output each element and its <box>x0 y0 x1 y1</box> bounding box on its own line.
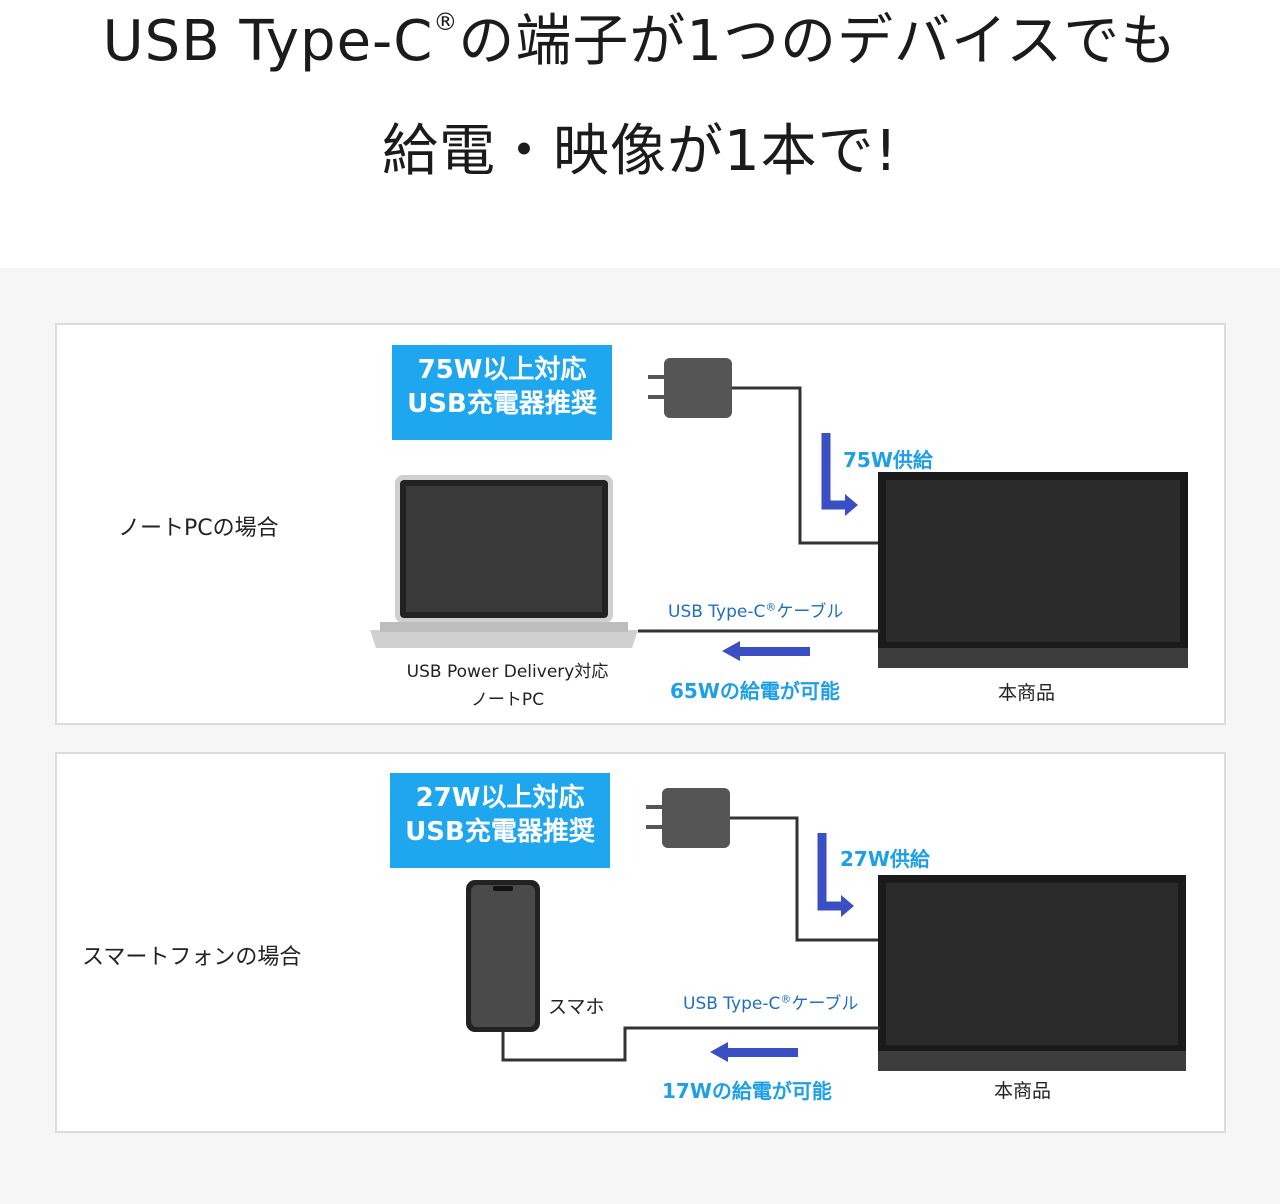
delivery-arrow-icon <box>710 1042 798 1062</box>
supply-arrow-icon <box>817 833 854 917</box>
monitor-icon <box>878 875 1186 1071</box>
cable-label: USB Type-C®ケーブル <box>668 600 844 622</box>
badge-line-1: 75W以上対応 <box>417 355 587 385</box>
laptop-icon <box>370 475 638 648</box>
cable-label: USB Type-C®ケーブル <box>683 992 859 1014</box>
charger-icon <box>648 358 732 418</box>
supply-arrow-icon <box>821 433 858 516</box>
monitor-icon <box>878 472 1188 668</box>
headline-line-2: 給電・映像が1本で! <box>381 119 899 184</box>
registered-mark: ® <box>433 8 459 36</box>
charger-cable <box>730 816 880 942</box>
charger-cable <box>732 386 880 545</box>
charger-requirement-badge: 75W以上対応 USB充電器推奨 <box>392 345 612 440</box>
supply-label: 27W供給 <box>840 847 930 871</box>
headline-text: USB Type-C <box>102 9 434 74</box>
badge-line-1: 27W以上対応 <box>415 783 585 813</box>
badge-line-2: USB充電器推奨 <box>407 389 597 419</box>
charger-requirement-badge: 27W以上対応 USB充電器推奨 <box>390 773 610 868</box>
device-label-line-1: USB Power Delivery対応 <box>406 662 609 682</box>
product-label: 本商品 <box>998 682 1056 704</box>
case-label: スマートフォンの場合 <box>82 945 302 970</box>
charger-icon <box>646 788 730 848</box>
headline-line-1: USB Type-C®の端子が1つのデバイスでも <box>0 10 1280 70</box>
supply-label: 75W供給 <box>843 448 933 472</box>
usb-c-cable <box>501 1026 880 1062</box>
headline-text: の端子が1つのデバイスでも <box>458 9 1178 74</box>
badge-line-2: USB充電器推奨 <box>405 817 595 847</box>
product-label: 本商品 <box>994 1080 1052 1102</box>
delivery-label: 17Wの給電が可能 <box>662 1079 832 1103</box>
device-label-line-2: ノートPC <box>470 690 545 710</box>
delivery-label: 65Wの給電が可能 <box>670 679 840 703</box>
device-label: スマホ <box>548 996 605 1018</box>
delivery-arrow-icon <box>722 641 810 661</box>
case-label: ノートPCの場合 <box>118 516 279 541</box>
device-label: USB Power Delivery対応 ノートPC <box>390 658 625 714</box>
smartphone-icon <box>466 880 540 1032</box>
